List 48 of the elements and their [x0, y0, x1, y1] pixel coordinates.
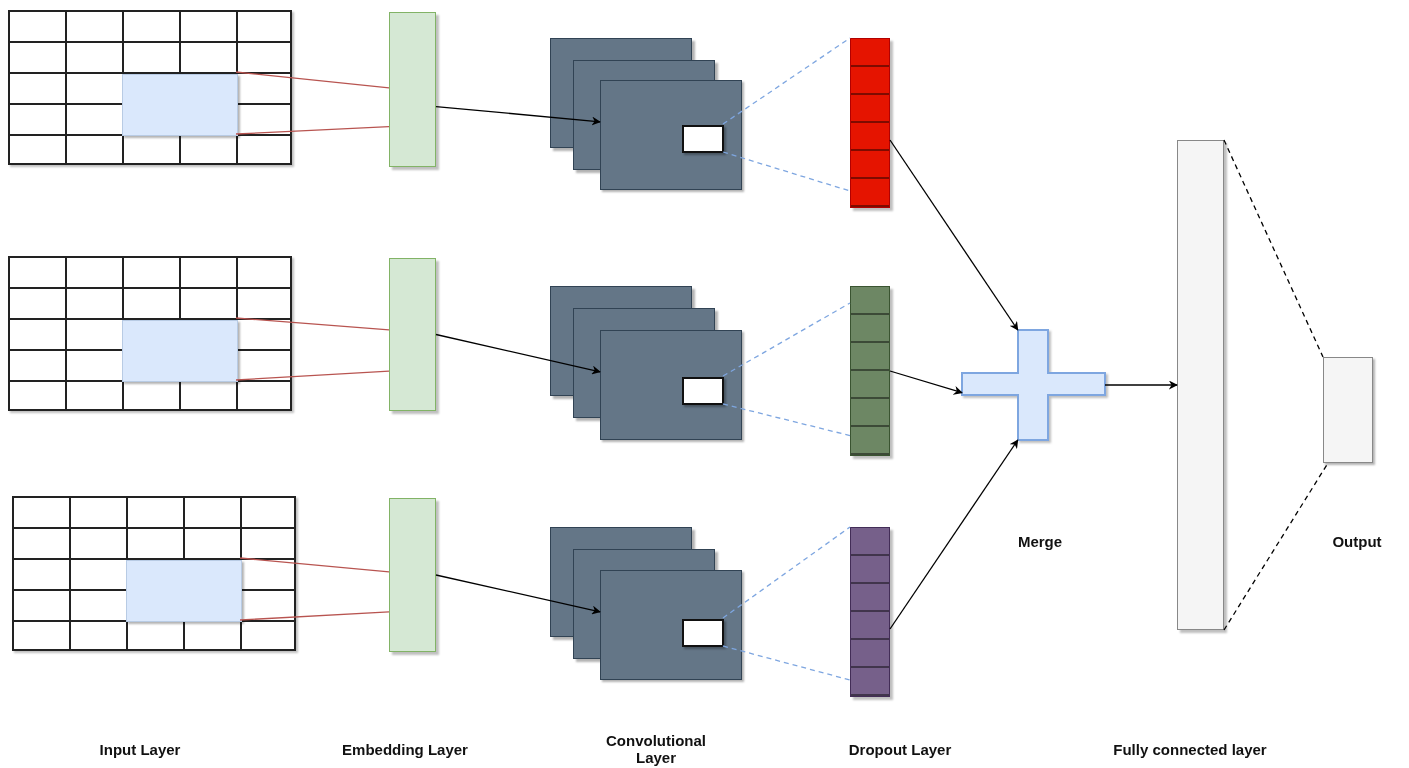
feature-map: [600, 570, 742, 680]
input-matrix: [8, 256, 292, 411]
highlighted-window: [122, 74, 238, 136]
dashed-connector: [722, 645, 851, 681]
layer-label: Convolutional Layer: [605, 732, 707, 766]
layer-label: Merge: [1016, 533, 1064, 550]
arrow: [1104, 380, 1178, 390]
dropout-bar: [850, 38, 890, 208]
arrow: [889, 370, 963, 395]
embedding-bar: [389, 12, 436, 167]
arrow: [889, 139, 1019, 331]
layer-label: Input Layer: [98, 741, 182, 758]
filter-window: [682, 377, 724, 405]
merge-cross: [961, 329, 1106, 441]
layer-label: Embedding Layer: [341, 741, 469, 758]
filter-window: [682, 125, 724, 153]
dashed-connector: [1223, 462, 1329, 631]
connector-line: [235, 71, 390, 89]
filter-window: [682, 619, 724, 647]
highlighted-window: [126, 560, 242, 622]
output-box: [1323, 357, 1373, 463]
connector-line: [239, 557, 390, 573]
arrow: [435, 333, 601, 375]
feature-map: [600, 330, 742, 440]
dropout-bar: [850, 527, 890, 697]
embedding-bar: [389, 258, 436, 411]
fully-connected-bar: [1177, 140, 1224, 630]
layer-label: Dropout Layer: [847, 741, 953, 758]
dashed-connector: [722, 151, 851, 192]
feature-map: [600, 80, 742, 190]
embedding-bar: [389, 498, 436, 652]
connector-line: [235, 317, 390, 331]
arrow: [435, 574, 601, 615]
highlighted-window: [122, 320, 238, 382]
dashed-connector: [722, 526, 851, 619]
input-matrix: [12, 496, 296, 651]
input-matrix: [8, 10, 292, 165]
connector-line: [235, 370, 390, 381]
layer-label: Fully connected layer: [1112, 741, 1268, 758]
connector-line: [239, 611, 390, 621]
dashed-connector: [722, 302, 851, 377]
dashed-connector: [1223, 139, 1324, 358]
dashed-connector: [722, 403, 851, 437]
connector-line: [235, 126, 390, 135]
arrow: [435, 105, 601, 126]
dropout-bar: [850, 286, 890, 456]
arrow: [889, 439, 1019, 630]
layer-label: Output: [1331, 533, 1383, 550]
